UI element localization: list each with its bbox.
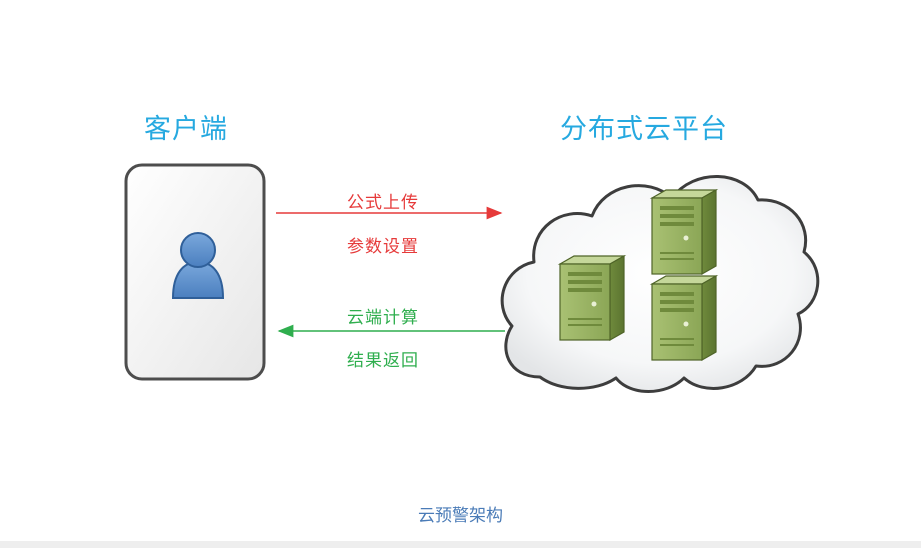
bottom-divider [0,541,921,548]
request-label-params: 参数设置 [347,237,419,257]
figure-caption: 云预警架构 [418,506,503,526]
user-icon [171,232,225,299]
response-label-return: 结果返回 [347,351,419,371]
response-label-compute: 云端计算 [347,308,419,328]
cloud-platform-heading: 分布式云平台 [560,114,728,145]
server-icon [651,189,717,275]
request-label-upload: 公式上传 [347,193,419,213]
server-icon [559,255,625,341]
client-heading: 客户端 [144,114,228,145]
server-icon [651,275,717,361]
